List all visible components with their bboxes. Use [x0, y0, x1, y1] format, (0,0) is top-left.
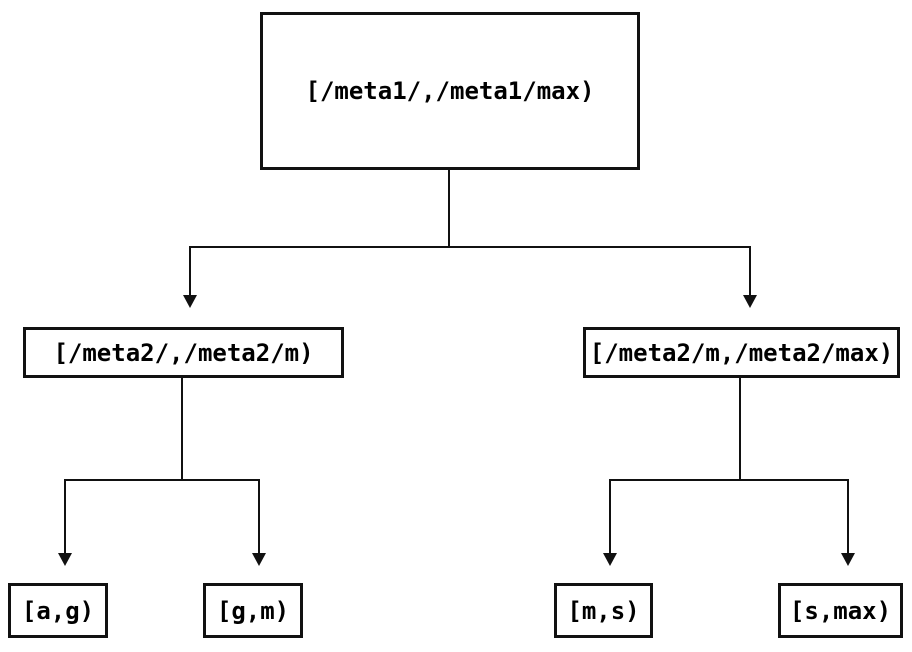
edge-root-to-left-drop	[189, 246, 191, 295]
tree-node-root-label: [/meta1/,/meta1/max)	[305, 77, 595, 105]
tree-node-right-left: [m,s)	[554, 583, 653, 638]
arrowhead-down-icon	[183, 295, 197, 308]
tree-node-right-left-label: [m,s)	[567, 596, 640, 625]
arrowhead-down-icon	[58, 553, 72, 566]
arrowhead-down-icon	[841, 553, 855, 566]
tree-node-left: [/meta2/,/meta2/m)	[23, 327, 344, 378]
tree-node-left-left: [a,g)	[8, 583, 108, 638]
edge-left-stem	[181, 377, 183, 480]
edge-root-stem	[448, 170, 450, 248]
edge-left-to-leftright-drop	[258, 479, 260, 553]
tree-node-left-right: [g,m)	[203, 583, 303, 638]
tree-node-right-right-label: [s,max)	[789, 596, 892, 625]
edge-left-to-leftleft-drop	[64, 479, 66, 553]
tree-node-right-label: [/meta2/m,/meta2/max)	[589, 338, 894, 367]
edge-left-hbar	[64, 479, 260, 481]
tree-node-left-label: [/meta2/,/meta2/m)	[53, 338, 314, 367]
arrowhead-down-icon	[603, 553, 617, 566]
edge-right-stem	[739, 377, 741, 480]
tree-node-left-left-label: [a,g)	[21, 596, 95, 625]
tree-node-root: [/meta1/,/meta1/max)	[260, 12, 640, 170]
edge-right-to-rightleft-drop	[609, 479, 611, 553]
tree-node-right-right: [s,max)	[778, 583, 903, 638]
tree-node-right: [/meta2/m,/meta2/max)	[583, 327, 900, 378]
edge-right-hbar	[609, 479, 849, 481]
edge-root-hbar	[189, 246, 751, 248]
arrowhead-down-icon	[743, 295, 757, 308]
edge-root-to-right-drop	[749, 246, 751, 295]
tree-node-left-right-label: [g,m)	[216, 596, 290, 625]
arrowhead-down-icon	[252, 553, 266, 566]
edge-right-to-rightright-drop	[847, 479, 849, 553]
